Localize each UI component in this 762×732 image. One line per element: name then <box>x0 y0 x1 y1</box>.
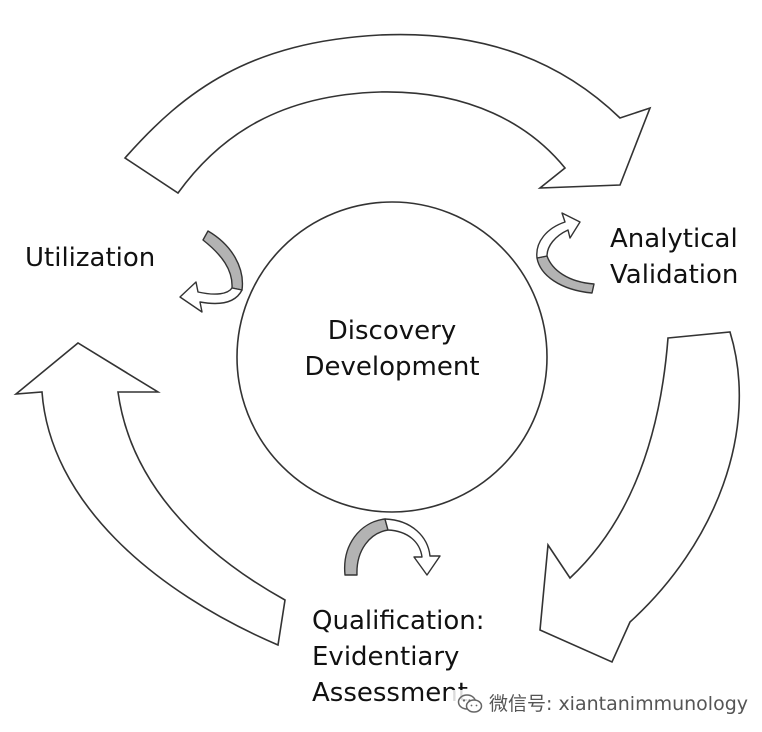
utilization-text: Utilization <box>25 243 156 273</box>
feedback-arrow-analytical <box>536 255 595 294</box>
feedback-arrowhead-qualification <box>384 518 441 576</box>
arrow-top <box>123 33 652 195</box>
watermark: 微信号: xiantanimmunology <box>451 690 750 718</box>
analytical-line2: Validation <box>610 260 739 290</box>
center-circle <box>236 201 548 513</box>
feedback-arrow-utilization <box>202 230 244 291</box>
qualification-line2: Evidentiary <box>312 642 460 672</box>
stage-label-utilization: Utilization <box>25 240 155 276</box>
feedback-arrow-qualification <box>344 518 389 576</box>
feedback-arrowhead-analytical <box>536 212 581 259</box>
watermark-text: 微信号: xiantanimmunology <box>489 693 748 715</box>
center-label-line2: Development <box>304 352 480 382</box>
qualification-line3: Assessment <box>312 678 468 708</box>
wechat-icon <box>457 694 483 713</box>
stage-label-analytical-validation: Analytical Validation <box>610 221 738 293</box>
center-label-line1: Discovery <box>327 316 457 346</box>
arrow-right <box>539 331 741 664</box>
stage-label-qualification: Qualification: Evidentiary Assessment <box>312 603 485 711</box>
center-label: Discovery Development <box>292 313 492 385</box>
analytical-line1: Analytical <box>610 224 738 254</box>
arrow-left <box>13 342 286 647</box>
qualification-line1: Qualification: <box>312 606 485 636</box>
feedback-arrowhead-utilization <box>179 281 243 313</box>
